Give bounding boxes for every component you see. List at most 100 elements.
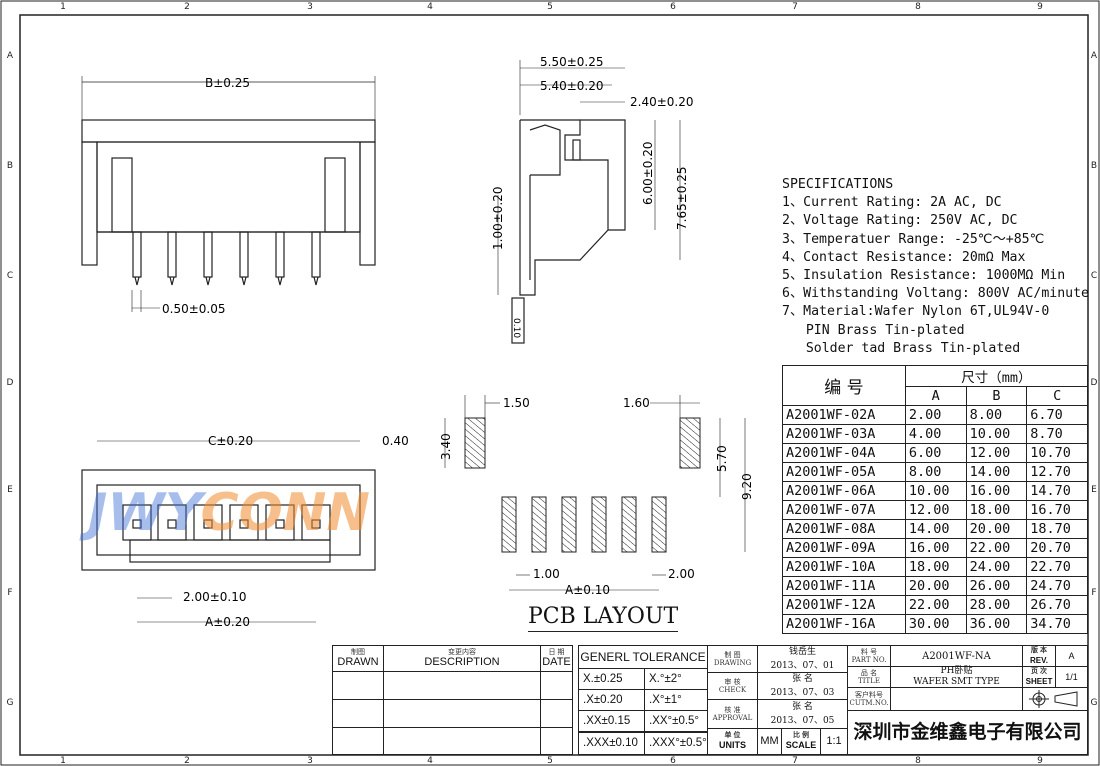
pcb-pad — [591, 496, 607, 553]
dimension-cell: 2.00 — [904, 405, 967, 425]
pin-cavity — [301, 504, 331, 541]
pin-contact — [167, 519, 177, 529]
ruler-col-top: 2 — [184, 2, 190, 12]
dim-pcb-pad-w3: 1.00 — [533, 567, 560, 581]
rev-cell — [383, 671, 541, 700]
dim-side-w3: 2.40±0.20 — [630, 95, 694, 109]
pin-cavity — [265, 504, 295, 541]
ruler-col-top: 5 — [547, 2, 553, 12]
ruler-col-top: 3 — [307, 2, 313, 12]
dimension-cell: 16.00 — [965, 481, 1028, 501]
dim-c: C±0.20 — [208, 434, 253, 448]
check-name: 张 名 — [792, 673, 813, 684]
customer-no-value — [890, 687, 1023, 711]
ruler-row-left: C — [7, 271, 13, 281]
pin-tip — [205, 276, 211, 286]
drawing-name: 钱岳生 — [788, 646, 816, 657]
dim-pcb-pitch: 2.00 — [668, 567, 695, 581]
ruler-row-left: F — [7, 588, 12, 598]
dimension-cell: 12.00 — [904, 500, 967, 520]
pin-cavity — [157, 504, 187, 541]
spec-item: 3、Temperatuer Range: -25℃～+85℃ — [782, 231, 1045, 247]
dimension-cell: 12.70 — [1026, 462, 1088, 482]
pin-cavity — [193, 504, 223, 541]
drawing-en: DRAWING — [713, 659, 752, 667]
ruler-col-bottom: 4 — [427, 756, 433, 766]
units-value: MM — [757, 728, 782, 755]
spec-title: SPECIFICATIONS — [782, 177, 894, 192]
scale-en: SCALE — [785, 740, 817, 750]
dim-pcb-a: A±0.10 — [565, 583, 610, 597]
dimension-cell: 20.70 — [1026, 538, 1088, 558]
part-number-cell: A2001WF-07A — [782, 500, 906, 520]
part-number-cell: A2001WF-11A — [782, 576, 906, 596]
ruler-row-right: C — [1091, 271, 1097, 281]
ruler-col-bottom: 6 — [670, 756, 676, 766]
ruler-col-bottom: 8 — [915, 756, 921, 766]
spec-item: 5、Insulation Resistance: 1000MΩ Min — [782, 268, 1066, 284]
watermark-logo: JWYCONN — [79, 483, 370, 543]
title-en: TITLE — [858, 677, 880, 685]
sheet-value: 1/1 — [1055, 666, 1088, 688]
dim-a: A±0.20 — [205, 615, 250, 629]
ruler-row-left: A — [7, 51, 14, 61]
header-part-number: 编 号 — [782, 365, 906, 406]
tolerance-header: GENERL TOLERANCE — [578, 645, 708, 669]
dimension-cell: 18.00 — [904, 557, 967, 577]
rev-cell — [332, 727, 384, 755]
approval-name: 张 名 — [792, 701, 813, 712]
part-number-cell: A2001WF-09A — [782, 538, 906, 558]
dimension-cell: 16.00 — [904, 538, 967, 558]
spec-item: 6、Withstanding Voltang: 800V AC/minute — [782, 286, 1089, 302]
dimension-cell: 6.00 — [904, 443, 967, 463]
dimension-cell: 14.00 — [904, 519, 967, 539]
title-cn: 品 名 — [860, 669, 878, 677]
sheet-en: SHEET — [1025, 676, 1053, 686]
pin — [167, 231, 177, 278]
sheet-cn: 页 次 — [1031, 667, 1047, 675]
rev-cell — [540, 671, 573, 700]
pcb-pad — [621, 496, 637, 553]
ruler-col-top: 7 — [792, 2, 798, 12]
dimension-cell: 22.00 — [965, 538, 1028, 558]
ruler-row-left: G — [7, 698, 14, 708]
header-col-b: B — [965, 386, 1028, 406]
dimension-cell: 22.70 — [1026, 557, 1088, 577]
dim-side-w2: 5.40±0.20 — [540, 79, 604, 93]
approval-en: APPROVAL — [712, 714, 753, 722]
pin-cavity — [122, 504, 152, 541]
ruler-row-right: A — [1091, 51, 1098, 61]
scale-value: 1:1 — [820, 728, 848, 755]
pcb-pad — [531, 496, 547, 553]
pin-contact — [132, 519, 142, 529]
header-col-c: C — [1026, 386, 1088, 406]
tolerance-cell: .XXX°±0.5° — [644, 732, 708, 755]
pin-tip — [313, 276, 319, 286]
ruler-col-bottom: 5 — [547, 756, 553, 766]
ruler-col-top: 4 — [427, 2, 433, 12]
dimension-cell: 24.00 — [965, 557, 1028, 577]
dimension-cell: 12.00 — [965, 443, 1028, 463]
spec-item: 4、Contact Resistance: 20mΩ Max — [782, 249, 1026, 265]
part-no-value: A2001WF-NA — [890, 645, 1023, 667]
dimension-cell: 26.70 — [1026, 595, 1088, 615]
pin-contact — [275, 519, 285, 529]
part-no-en: PART NO. — [851, 656, 887, 664]
ruler-col-top: 8 — [915, 2, 921, 12]
ruler-row-right: E — [1091, 485, 1097, 495]
